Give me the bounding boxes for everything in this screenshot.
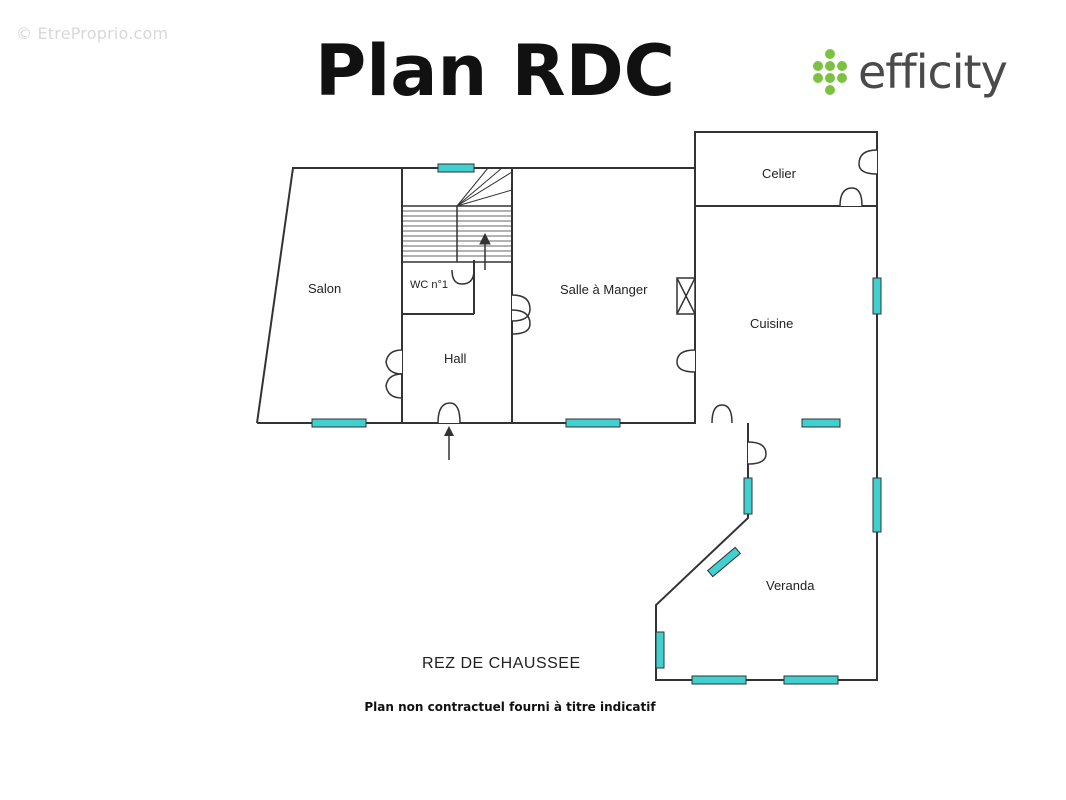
logo-wordmark: efficity xyxy=(858,45,1008,99)
door-swings xyxy=(385,149,878,465)
windows xyxy=(311,163,882,685)
room-label-hall: Hall xyxy=(444,351,467,366)
staircase xyxy=(401,167,513,270)
room-label-cuisine: Cuisine xyxy=(750,316,793,331)
room-label-salon: Salon xyxy=(308,281,341,296)
room-label-cellier: Celier xyxy=(762,166,797,181)
logo-dots-icon xyxy=(813,49,847,95)
entrance-arrow xyxy=(444,426,454,460)
disclaimer: Plan non contractuel fourni à titre indi… xyxy=(364,700,656,714)
veranda-outline xyxy=(655,423,878,681)
floor-plan: Salon WC n°1 Hall Salle à Manger Celier … xyxy=(256,131,882,685)
efficity-logo: efficity xyxy=(806,44,1008,100)
room-label-veranda: Veranda xyxy=(766,578,815,593)
room-label-wc: WC n°1 xyxy=(410,279,448,291)
level-label: REZ DE CHAUSSEE xyxy=(422,655,581,672)
page-title: Plan RDC xyxy=(314,30,676,112)
watermark: © EtreProprio.com xyxy=(16,24,169,43)
room-label-salle-a-manger: Salle à Manger xyxy=(560,282,648,297)
chimney-box xyxy=(676,277,696,315)
